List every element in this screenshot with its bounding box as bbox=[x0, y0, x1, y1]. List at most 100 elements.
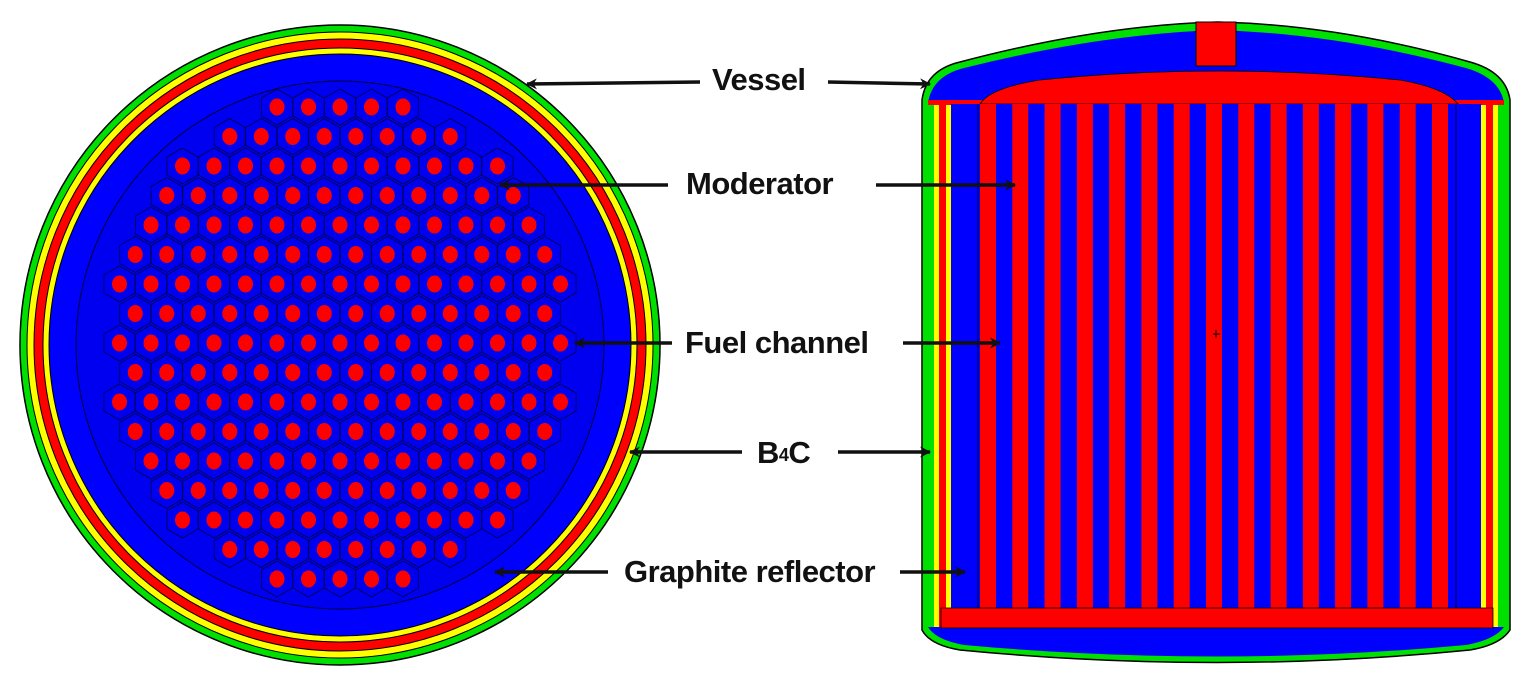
fuel-channel bbox=[301, 275, 316, 293]
vertical-fuel-channel bbox=[1206, 104, 1222, 608]
fuel-channel bbox=[301, 334, 316, 352]
fuel-channel bbox=[521, 334, 537, 352]
fuel-channel bbox=[269, 157, 285, 175]
fuel-channel bbox=[379, 423, 395, 440]
fuel-channel bbox=[458, 334, 474, 352]
fuel-channel bbox=[379, 246, 395, 263]
fuel-channel bbox=[301, 98, 316, 116]
fuel-channel bbox=[222, 246, 238, 263]
fuel-channel bbox=[474, 423, 490, 440]
fuel-channel bbox=[379, 187, 395, 204]
fuel-channel bbox=[458, 157, 474, 175]
fuel-channel bbox=[316, 541, 332, 558]
fuel-channel bbox=[332, 334, 348, 352]
fuel-channel bbox=[285, 541, 301, 558]
left-b4c-outer bbox=[934, 103, 939, 627]
fuel-channel bbox=[411, 541, 427, 558]
vertical-fuel-channel bbox=[1399, 104, 1416, 608]
vertical-fuel-channel bbox=[980, 104, 996, 608]
fuel-channel bbox=[505, 482, 521, 499]
horizontal-cross-section bbox=[19, 24, 661, 666]
vessel-arrow-left bbox=[525, 78, 701, 90]
fuel-channel bbox=[253, 246, 269, 263]
label-moderator: Moderator bbox=[686, 166, 834, 201]
fuel-channel bbox=[474, 305, 490, 322]
fuel-channel bbox=[474, 482, 490, 499]
fuel-channel bbox=[490, 157, 505, 175]
fuel-channel bbox=[490, 216, 505, 234]
vertical-fuel-channel bbox=[1367, 104, 1384, 608]
fuel-channel bbox=[364, 334, 379, 352]
fuel-channel bbox=[521, 452, 537, 470]
fuel-channel bbox=[238, 216, 253, 234]
fuel-channel bbox=[348, 364, 364, 381]
fuel-channel bbox=[411, 364, 427, 381]
hex-lattice bbox=[103, 88, 577, 598]
vertical-fuel-channel bbox=[1141, 104, 1158, 608]
fuel-channel bbox=[505, 364, 521, 381]
fuel-channel bbox=[364, 452, 379, 470]
fuel-channel bbox=[348, 423, 364, 440]
fuel-channel bbox=[222, 423, 238, 440]
fuel-channel bbox=[474, 187, 490, 204]
fuel-channel bbox=[442, 423, 458, 440]
fuel-channel bbox=[159, 246, 175, 263]
b4c-subscript: 4 bbox=[778, 445, 789, 465]
fuel-channel bbox=[442, 541, 458, 558]
fuel-channel bbox=[364, 393, 379, 411]
fuel-channel bbox=[206, 334, 222, 352]
fuel-channel bbox=[159, 187, 175, 204]
fuel-channel bbox=[379, 482, 395, 499]
fuel-channel bbox=[190, 187, 206, 204]
fuel-channel bbox=[490, 393, 505, 411]
fuel-channel bbox=[316, 482, 332, 499]
vertical-fuel-channel bbox=[1012, 104, 1029, 608]
fuel-channel bbox=[537, 364, 553, 381]
fuel-channel bbox=[427, 216, 442, 234]
fuel-channel bbox=[159, 482, 175, 499]
fuel-channel bbox=[316, 423, 332, 440]
fuel-channel bbox=[159, 364, 175, 381]
fuel-channel bbox=[395, 334, 411, 352]
vertical-fuel-channel bbox=[1270, 104, 1287, 608]
fuel-channel bbox=[316, 128, 332, 145]
fuel-channel bbox=[348, 246, 364, 263]
fuel-channel bbox=[364, 216, 379, 234]
fuel-channel bbox=[364, 570, 379, 588]
fuel-channel bbox=[301, 393, 316, 411]
fuel-channel bbox=[301, 511, 316, 529]
fuel-channel bbox=[348, 128, 364, 145]
fuel-channel bbox=[222, 364, 238, 381]
fuel-channel bbox=[427, 157, 442, 175]
fuel-channel bbox=[206, 452, 222, 470]
fuel-channel bbox=[253, 541, 269, 558]
upper-plenum bbox=[979, 70, 1459, 105]
fuel-channel bbox=[411, 423, 427, 440]
fuel-channel bbox=[253, 423, 269, 440]
fuel-channel bbox=[238, 452, 253, 470]
fuel-channel bbox=[190, 482, 206, 499]
fuel-channel bbox=[395, 452, 411, 470]
fuel-channel bbox=[537, 305, 553, 322]
fuel-channel bbox=[301, 157, 316, 175]
fuel-channel bbox=[332, 570, 348, 588]
fuel-channel bbox=[332, 393, 348, 411]
fuel-channel bbox=[269, 334, 285, 352]
fuel-channel bbox=[553, 275, 568, 293]
fuel-channel bbox=[238, 393, 253, 411]
fuel-channel bbox=[175, 334, 190, 352]
fuel-channel bbox=[253, 187, 269, 204]
b4c-b: B bbox=[757, 435, 779, 470]
fuel-channel bbox=[395, 157, 411, 175]
right-b4c-inner bbox=[1481, 103, 1486, 627]
fuel-channel bbox=[190, 423, 206, 440]
fuel-channel bbox=[474, 364, 490, 381]
fuel-channel bbox=[490, 275, 505, 293]
fuel-channel bbox=[222, 541, 238, 558]
fuel-channel bbox=[222, 305, 238, 322]
fuel-channel bbox=[427, 393, 442, 411]
fuel-channel bbox=[458, 216, 474, 234]
fuel-channel bbox=[458, 452, 474, 470]
fuel-channel bbox=[206, 275, 222, 293]
fuel-channel bbox=[379, 541, 395, 558]
